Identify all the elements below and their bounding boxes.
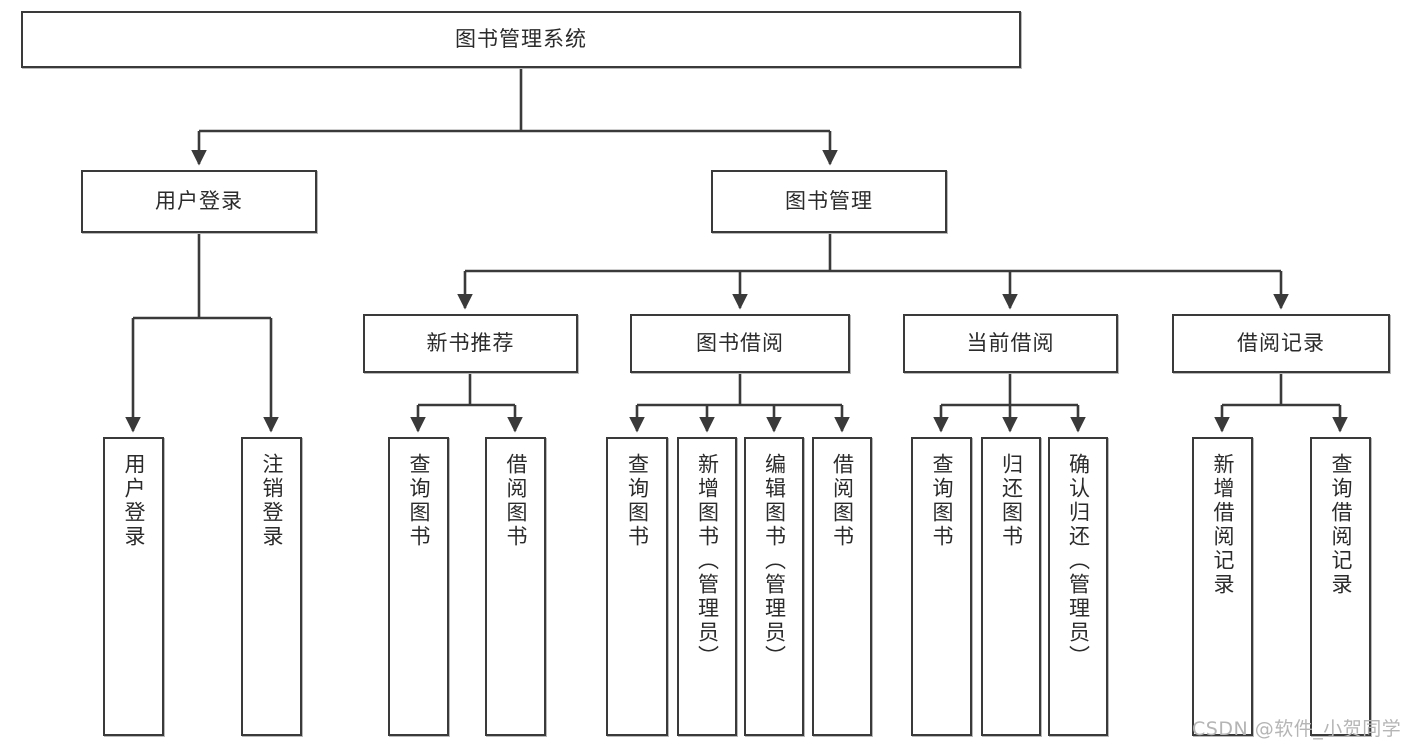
leaf-query-book-borrow-label: 查询图书 xyxy=(625,453,650,549)
leaf-user-login[interactable]: 用户登录 xyxy=(103,437,164,736)
leaf-edit-book-admin-label: 编辑图书（管理员） xyxy=(762,453,787,669)
node-book-management[interactable]: 图书管理 xyxy=(711,170,947,233)
csdn-watermark-text: CSDN @软件_小贺同学 xyxy=(1192,718,1402,740)
leaf-query-book-current[interactable]: 查询图书 xyxy=(911,437,972,736)
node-root-label: 图书管理系统 xyxy=(455,27,587,52)
node-root[interactable]: 图书管理系统 xyxy=(21,11,1021,68)
leaf-confirm-return-admin-label: 确认归还（管理员） xyxy=(1066,453,1091,669)
leaf-borrow-book-newbook-label: 借阅图书 xyxy=(504,453,528,549)
node-current-borrow-label: 当前借阅 xyxy=(966,331,1055,356)
leaf-query-book-newbook-label: 查询图书 xyxy=(407,453,431,549)
leaf-query-book-current-label: 查询图书 xyxy=(930,453,954,549)
leaf-confirm-return-admin[interactable]: 确认归还（管理员） xyxy=(1048,437,1108,736)
node-borrow-record[interactable]: 借阅记录 xyxy=(1172,314,1390,373)
leaf-return-book-label: 归还图书 xyxy=(999,453,1024,549)
leaf-add-borrow-record[interactable]: 新增借阅记录 xyxy=(1192,437,1253,736)
leaf-borrow-book-borrow-label: 借阅图书 xyxy=(830,453,855,549)
leaf-logout-label: 注销登录 xyxy=(260,453,284,549)
leaf-add-book-admin[interactable]: 新增图书（管理员） xyxy=(677,437,737,736)
leaf-query-borrow-record-label: 查询借阅记录 xyxy=(1329,453,1353,597)
leaf-add-borrow-record-label: 新增借阅记录 xyxy=(1211,453,1235,597)
node-current-borrow[interactable]: 当前借阅 xyxy=(903,314,1118,373)
leaf-query-book-newbook[interactable]: 查询图书 xyxy=(388,437,449,736)
leaf-edit-book-admin[interactable]: 编辑图书（管理员） xyxy=(744,437,804,736)
leaf-borrow-book-newbook[interactable]: 借阅图书 xyxy=(485,437,546,736)
node-user-login-label: 用户登录 xyxy=(155,189,243,214)
node-borrow-record-label: 借阅记录 xyxy=(1237,331,1325,356)
node-book-borrow[interactable]: 图书借阅 xyxy=(630,314,850,373)
leaf-borrow-book-borrow[interactable]: 借阅图书 xyxy=(812,437,872,736)
leaf-add-book-admin-label: 新增图书（管理员） xyxy=(695,453,720,669)
node-user-login[interactable]: 用户登录 xyxy=(81,170,317,233)
node-book-borrow-label: 图书借阅 xyxy=(696,331,784,356)
node-book-management-label: 图书管理 xyxy=(785,189,873,214)
node-new-book-recommend-label: 新书推荐 xyxy=(426,331,515,356)
leaf-logout[interactable]: 注销登录 xyxy=(241,437,302,736)
leaf-query-borrow-record[interactable]: 查询借阅记录 xyxy=(1310,437,1371,736)
leaf-user-login-label: 用户登录 xyxy=(122,453,146,549)
node-new-book-recommend[interactable]: 新书推荐 xyxy=(363,314,578,373)
leaf-query-book-borrow[interactable]: 查询图书 xyxy=(606,437,668,736)
csdn-watermark: CSDN @软件_小贺同学 xyxy=(1192,714,1401,741)
leaf-return-book[interactable]: 归还图书 xyxy=(981,437,1041,736)
